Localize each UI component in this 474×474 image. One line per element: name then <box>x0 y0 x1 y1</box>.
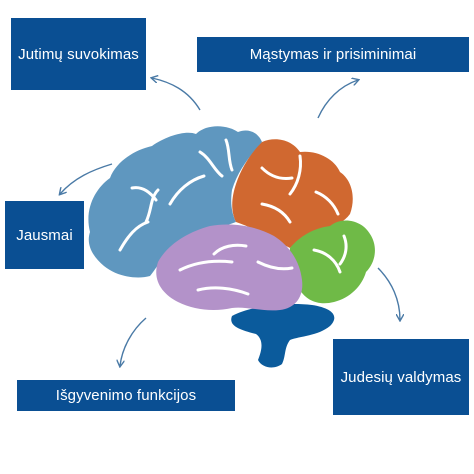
arrow-to-perception <box>152 78 201 111</box>
label-motor: Judesių valdymas <box>333 339 469 415</box>
arrow-to-motor <box>377 267 400 320</box>
arrow-to-thinking <box>317 80 358 119</box>
arrow-to-emotions <box>60 163 113 194</box>
temporal-lobe-region <box>156 224 303 311</box>
label-survival: Išgyvenimo funkcijos <box>17 380 235 411</box>
label-perception: Jutimų suvokimas <box>11 18 146 90</box>
label-emotions: Jausmai <box>5 201 84 269</box>
parietal-lobe-region <box>232 139 353 248</box>
frontal-lobe-region <box>88 126 262 278</box>
connector-arrows <box>60 78 400 366</box>
brainstem-region <box>231 304 335 368</box>
label-thinking-memory: Mąstymas ir prisiminimai <box>197 37 469 72</box>
arrow-to-survival <box>120 317 147 366</box>
occipital-lobe-region <box>289 220 375 304</box>
